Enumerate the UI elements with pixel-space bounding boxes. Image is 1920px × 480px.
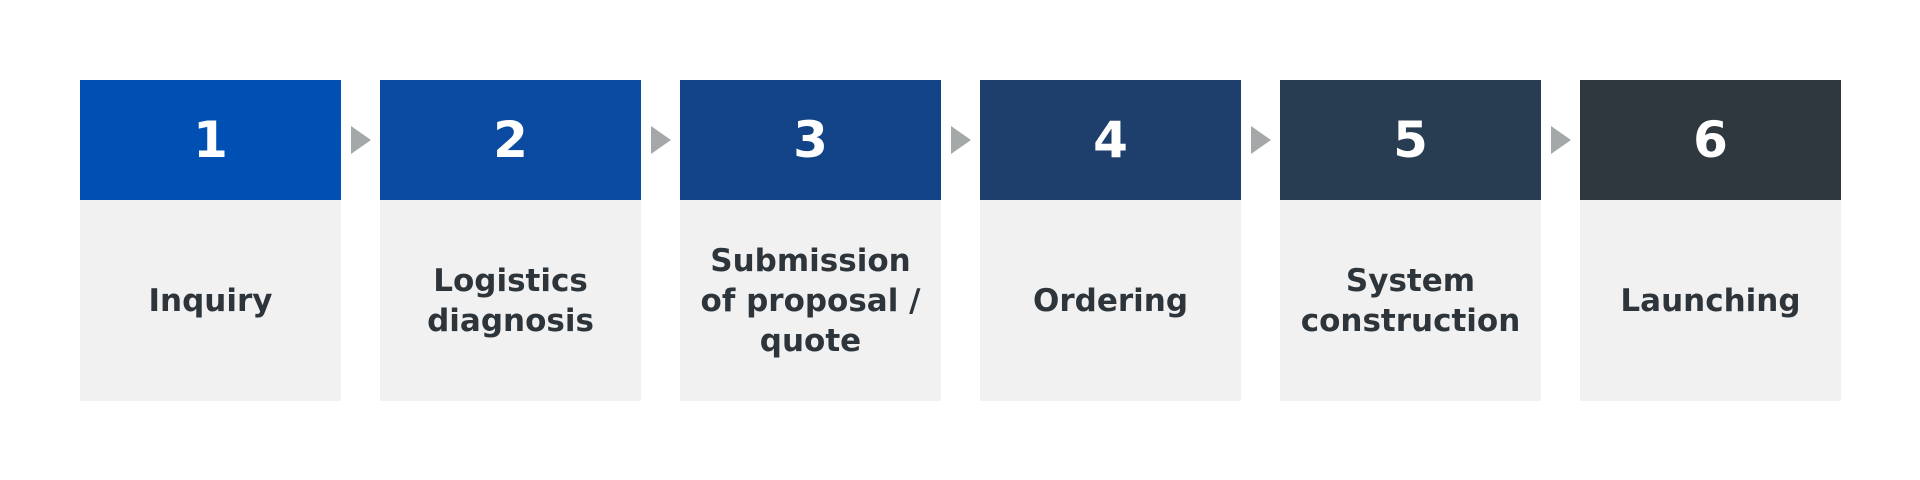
step-2-label: Logistics diagnosis — [427, 262, 594, 339]
step-1-label: Inquiry — [148, 282, 273, 319]
step-2: 2 Logistics diagnosis — [380, 80, 641, 401]
step-1: 1 Inquiry — [80, 80, 341, 401]
step-3-body: Submission of proposal / quote — [680, 200, 941, 401]
step-5-number: 5 — [1393, 111, 1428, 169]
step-5-body: System construction — [1280, 200, 1541, 401]
step-1-number: 1 — [193, 111, 228, 169]
step-5-header: 5 — [1280, 80, 1541, 200]
arrow-right-icon — [951, 126, 971, 154]
step-1-body: Inquiry — [80, 200, 341, 401]
arrow-right-icon — [351, 126, 371, 154]
step-5-label: System construction — [1300, 262, 1521, 339]
step-2-number: 2 — [493, 111, 528, 169]
step-6-body: Launching — [1580, 200, 1841, 401]
step-3-header: 3 — [680, 80, 941, 200]
step-4-body: Ordering — [980, 200, 1241, 401]
arrow-right-icon — [1251, 126, 1271, 154]
step-6-header: 6 — [1580, 80, 1841, 200]
step-3-number: 3 — [793, 111, 828, 169]
step-4: 4 Ordering — [980, 80, 1241, 401]
step-5: 5 System construction — [1280, 80, 1541, 401]
step-1-header: 1 — [80, 80, 341, 200]
step-6: 6 Launching — [1580, 80, 1841, 401]
arrow-right-icon — [1551, 126, 1571, 154]
step-4-label: Ordering — [1032, 282, 1189, 319]
step-6-number: 6 — [1693, 111, 1728, 169]
step-6-label: Launching — [1620, 282, 1801, 319]
arrow-right-icon — [651, 126, 671, 154]
step-4-header: 4 — [980, 80, 1241, 200]
step-2-body: Logistics diagnosis — [380, 200, 641, 401]
step-4-number: 4 — [1093, 111, 1128, 169]
step-2-header: 2 — [380, 80, 641, 200]
step-3: 3 Submission of proposal / quote — [680, 80, 941, 401]
step-3-label: Submission of proposal / quote — [700, 242, 921, 359]
